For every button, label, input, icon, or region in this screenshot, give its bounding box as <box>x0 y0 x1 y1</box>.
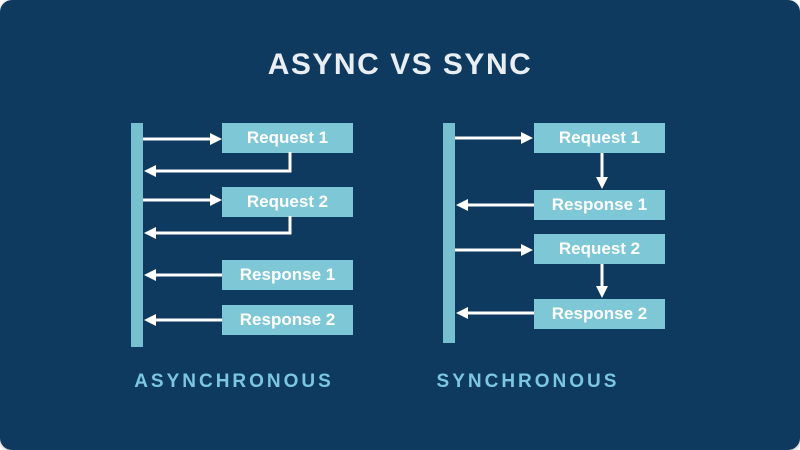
sync-response-1-box: Response 1 <box>534 190 665 220</box>
sync-request-2-box: Request 2 <box>534 234 665 264</box>
sync-request-1-box: Request 1 <box>534 123 665 153</box>
async-request-2-box: Request 2 <box>222 187 353 217</box>
sync-response-2-box: Response 2 <box>534 299 665 329</box>
arrow-async-request1-return <box>144 152 292 177</box>
sync-panel-label: SYNCHRONOUS <box>436 371 620 392</box>
async-request-1-box: Request 1 <box>222 123 353 153</box>
page-title: ASYNC VS SYNC <box>267 48 533 81</box>
async-timeline-bar <box>131 123 143 347</box>
async-response-2-box: Response 2 <box>222 305 353 335</box>
arrow-async-request2-return <box>144 216 292 239</box>
async-panel-label: ASYNCHRONOUS <box>134 371 334 392</box>
sync-timeline-bar <box>443 123 455 343</box>
async-response-1-box: Response 1 <box>222 260 353 290</box>
